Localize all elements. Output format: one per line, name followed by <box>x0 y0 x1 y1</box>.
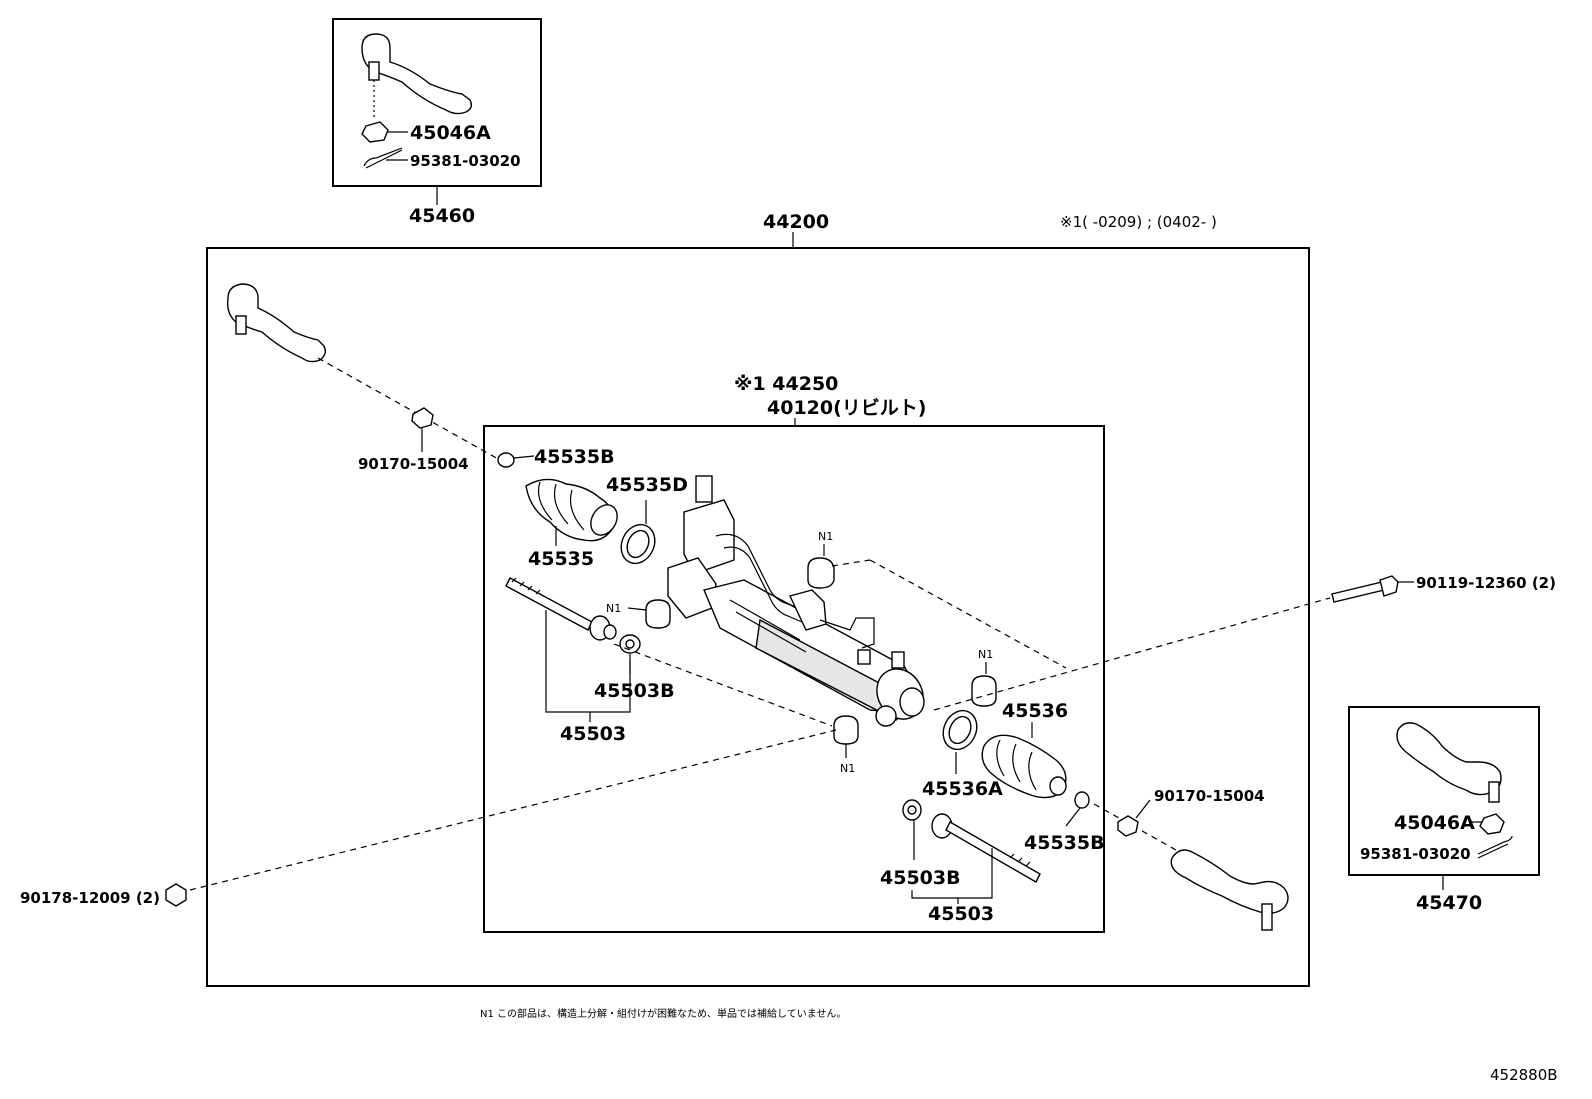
inner-box-40120 <box>483 425 1105 933</box>
label-n1-lower: N1 <box>840 762 855 775</box>
cotter-pin-95381-right <box>1477 835 1513 859</box>
label-45470: 45470 <box>1416 892 1482 914</box>
castle-nut-45046A-top <box>361 121 408 143</box>
tie-rod-end-top-inset <box>361 33 473 118</box>
bracket-45503-right <box>911 848 993 899</box>
bushing-n1-lower <box>833 715 859 758</box>
bolt-90119 <box>1331 575 1414 603</box>
label-n1-left: N1 <box>606 602 621 615</box>
label-45503-left: 45503 <box>560 723 626 745</box>
bracket-45503-left <box>545 610 631 713</box>
label-45536: 45536 <box>1002 700 1068 722</box>
clamp-45535B-right <box>1065 791 1090 827</box>
nut-90178 <box>165 883 187 907</box>
boot-45536 <box>981 722 1067 799</box>
label-45046A-top: 45046A <box>410 122 491 144</box>
nut-90170-right <box>1117 799 1151 837</box>
label-95381-top: 95381-03020 <box>410 152 521 170</box>
label-n1-upper: N1 <box>818 530 833 543</box>
rack-end-right <box>931 813 1041 883</box>
steering-gear-housing <box>667 475 925 727</box>
label-44200: 44200 <box>763 211 829 233</box>
label-n1-right: N1 <box>978 648 993 661</box>
label-95381-right: 95381-03020 <box>1360 845 1471 863</box>
clamp-45535B-top <box>497 452 535 468</box>
cotter-pin-95381-top <box>363 147 408 169</box>
label-90170-right: 90170-15004 <box>1154 787 1265 805</box>
diagram-code: 452880B <box>1490 1066 1558 1084</box>
nut-90170-left <box>411 407 434 452</box>
label-45535D: 45535D <box>606 474 688 496</box>
tie-rod-end-right-inset <box>1396 722 1502 803</box>
bushing-n1-right <box>971 662 997 707</box>
label-45535B-top: 45535B <box>534 446 615 468</box>
label-90170-left: 90170-15004 <box>358 455 469 473</box>
label-45503B-left: 45503B <box>594 680 675 702</box>
tie-rod-end-left <box>226 283 327 363</box>
label-90119: 90119-12360 (2) <box>1416 574 1556 592</box>
bushing-n1-upper <box>807 544 835 589</box>
clamp-45536A <box>942 709 978 774</box>
rack-end-left <box>505 577 617 641</box>
label-45536A: 45536A <box>922 778 1003 800</box>
footnote-n1: N1 この部品は、構造上分解・組付けが困難なため、単品では補給していません。 <box>480 1007 846 1020</box>
label-45535: 45535 <box>528 548 594 570</box>
label-44250: ※1 44250 <box>734 373 838 395</box>
label-45503B-right: 45503B <box>880 867 961 889</box>
inset-box-45470 <box>1348 706 1540 876</box>
label-45460: 45460 <box>409 205 475 227</box>
washer-45503B-right <box>902 799 922 860</box>
bushing-n1-left <box>627 599 671 629</box>
tie-rod-end-right <box>1170 849 1289 931</box>
range-note: ※1( -0209) ; (0402- ) <box>1060 213 1217 231</box>
boot-45535 <box>525 478 618 542</box>
label-45535B-right: 45535B <box>1024 832 1105 854</box>
main-box-44200 <box>206 247 1310 987</box>
castle-nut-45046A-right <box>1470 813 1505 835</box>
label-90178: 90178-12009 (2) <box>20 889 160 907</box>
label-45503-right: 45503 <box>928 903 994 925</box>
clamp-45535D <box>620 500 656 565</box>
label-45046A-right: 45046A <box>1394 812 1475 834</box>
label-40120: 40120(リビルト) <box>767 397 926 419</box>
